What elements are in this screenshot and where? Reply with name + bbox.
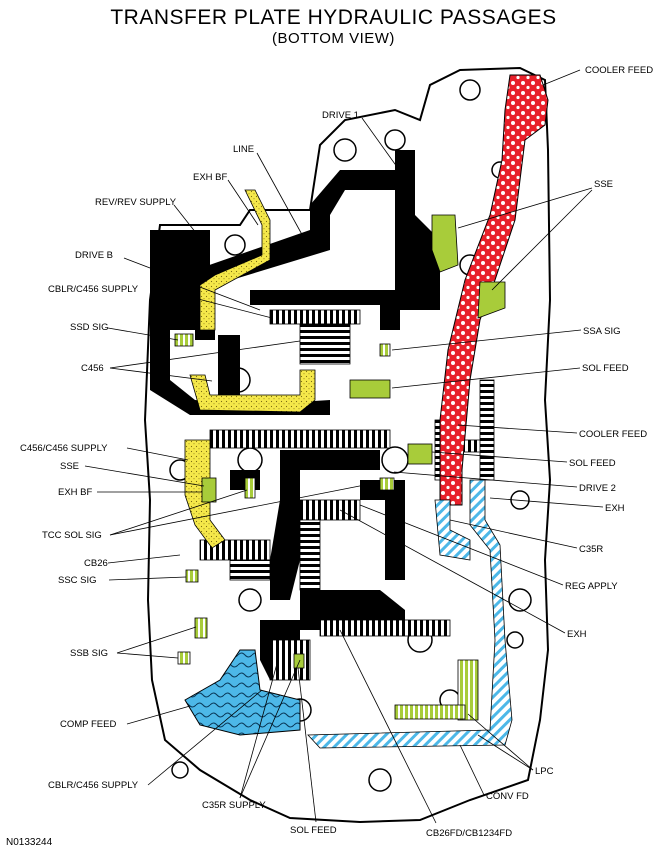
label-exh-1: EXH — [605, 503, 625, 514]
label-sse-top: SSE — [594, 179, 613, 190]
figure-id: N0133244 — [6, 837, 53, 848]
label-exh-2: EXH — [567, 629, 587, 640]
label-c456-supply: C456/C456 SUPPLY — [20, 443, 108, 454]
diagram-subtitle: (BOTTOM VIEW) — [272, 30, 395, 47]
label-ssc-sig: SSC SIG — [58, 575, 97, 586]
label-sol-feed-2: SOL FEED — [569, 458, 616, 469]
label-cooler-feed-mid: COOLER FEED — [579, 429, 647, 440]
label-comp-feed: COMP FEED — [60, 719, 116, 730]
green-passages — [174, 214, 506, 721]
diagram-title: TRANSFER PLATE HYDRAULIC PASSAGES — [110, 6, 557, 29]
label-reg-apply: REG APPLY — [565, 581, 618, 592]
leader-lines — [84, 69, 604, 824]
label-exh-bf-top: EXH BF — [193, 172, 228, 183]
label-cblr-c456-supply-top: CBLR/C456 SUPPLY — [48, 284, 139, 295]
label-sol-feed-bottom: SOL FEED — [290, 825, 337, 836]
label-drive-b: DRIVE B — [75, 250, 113, 261]
label-sol-feed-1: SOL FEED — [582, 363, 629, 374]
comp-feed-passage — [184, 649, 301, 736]
label-sse-mid: SSE — [60, 461, 79, 472]
label-ssd-sig: SSD SIG — [70, 322, 109, 333]
label-rev-rev-supply: REV/REV SUPPLY — [95, 197, 177, 208]
label-lpc: LPC — [535, 766, 554, 777]
striped-passages — [199, 309, 495, 681]
label-c35r-supply: C35R SUPPLY — [202, 800, 266, 811]
label-cb26fd-cb1234fd: CB26FD/CB1234FD — [426, 828, 512, 839]
label-ssa-sig: SSA SIG — [583, 326, 621, 337]
label-drive-2: DRIVE 2 — [579, 483, 616, 494]
label-c35r: C35R — [579, 544, 603, 555]
cooler-feed-passage — [439, 74, 549, 506]
label-c456: C456 — [81, 363, 104, 374]
label-cblr-c456-supply-bottom: CBLR/C456 SUPPLY — [48, 780, 139, 791]
callout-labels: COOLER FEED DRIVE 1 SSE LINE EXH BF REV/… — [20, 65, 653, 839]
label-cooler-feed-top: COOLER FEED — [585, 65, 653, 76]
label-line: LINE — [233, 144, 254, 155]
label-ssb-sig: SSB SIG — [70, 648, 108, 659]
label-tcc-sol-sig: TCC SOL SIG — [42, 530, 102, 541]
label-conv-fd: CONV FD — [486, 791, 529, 802]
label-drive-1: DRIVE 1 — [322, 110, 359, 121]
label-exh-bf-mid: EXH BF — [58, 487, 93, 498]
label-cb26: CB26 — [84, 558, 108, 569]
